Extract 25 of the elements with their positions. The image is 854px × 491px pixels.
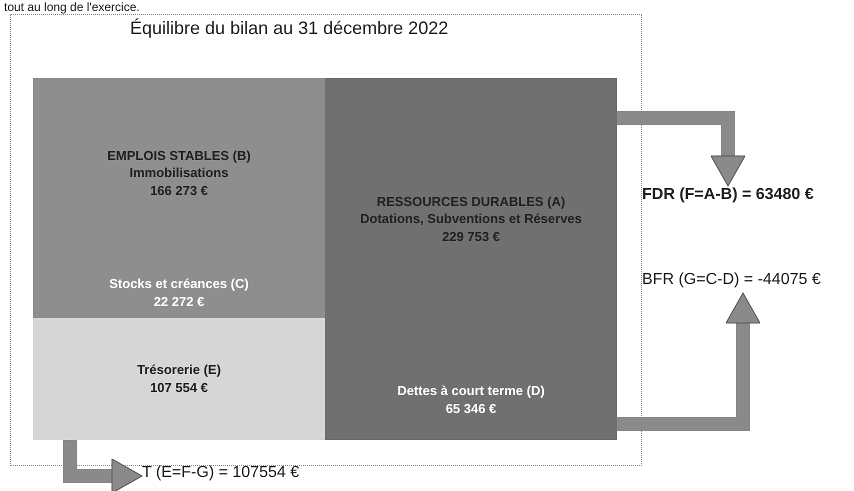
block-heading: Dettes à court terme (D) [397, 382, 545, 400]
result-label: T (E=F-G) = 107554 € [142, 464, 300, 486]
result-label: FDR (F=A-B) = 63480 € [642, 186, 814, 208]
block-text: 229 753 € [442, 228, 500, 246]
bent-arrow [617, 111, 746, 186]
diagram-title: Équilibre du bilan au 31 décembre 2022 [130, 18, 448, 39]
block-text: 65 346 € [446, 400, 496, 418]
balance-block [33, 78, 325, 268]
block-heading: RESSOURCES DURABLES (A) [376, 192, 566, 210]
result-label: BFR (G=C-D) = -44075 € [642, 271, 821, 293]
block-heading: EMPLOIS STABLES (B) [107, 146, 251, 164]
note-text: tout au long de l'exercice. [4, 0, 140, 14]
block-heading: Stocks et créances (C) [109, 275, 249, 293]
block-text: Dotations, Subventions et Réserves [360, 210, 582, 228]
block-text: Immobilisations [130, 164, 228, 182]
balance-block [325, 360, 617, 440]
block-text: 166 273 € [150, 182, 208, 200]
block-text: 22 272 € [154, 293, 204, 311]
balance-block [325, 78, 617, 360]
block-heading: Trésorerie (E) [137, 361, 221, 379]
bent-arrow [63, 440, 142, 491]
bent-arrow [617, 292, 760, 431]
balance-block [33, 268, 325, 318]
balance-block [33, 318, 325, 440]
block-text: 107 554 € [150, 379, 208, 397]
